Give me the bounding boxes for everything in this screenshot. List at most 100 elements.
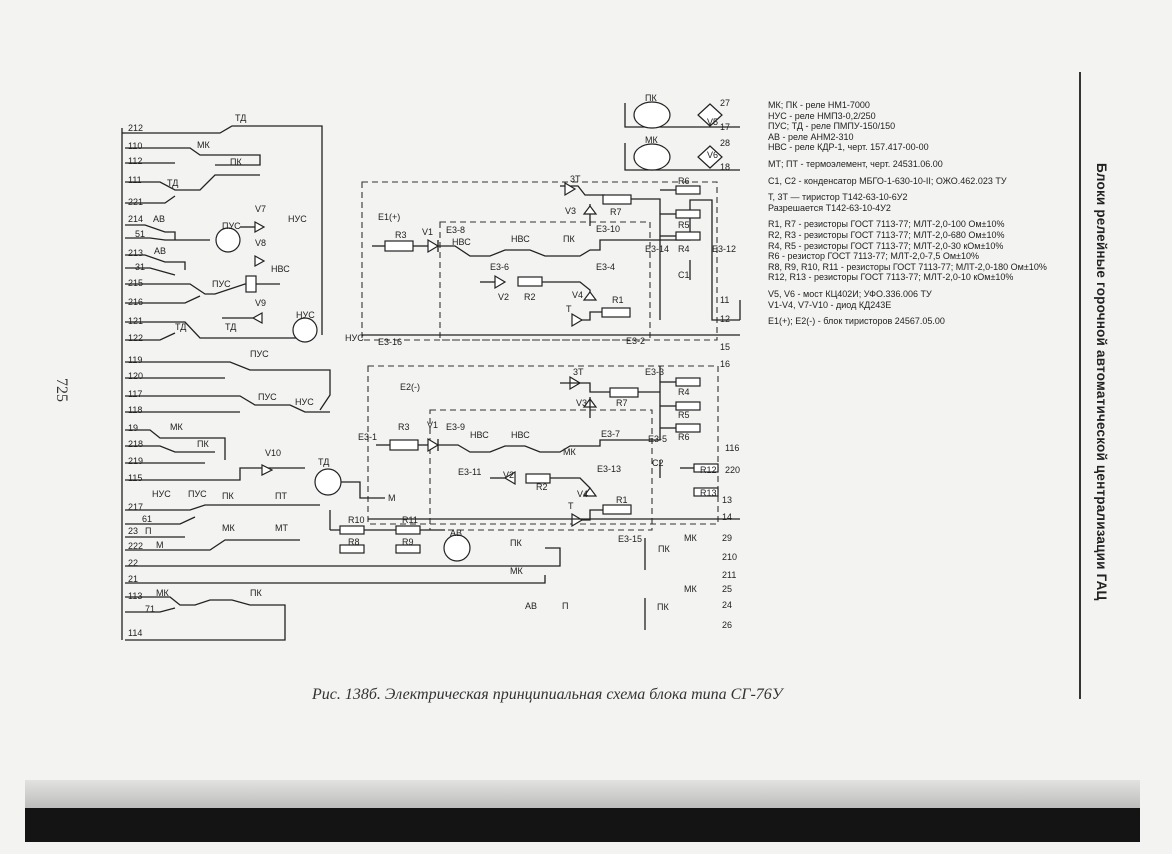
component-label: R5 <box>678 410 690 420</box>
component-label: R6 <box>678 432 690 442</box>
legend-line: V1-V4, V7-V10 - диод КД243Е <box>768 299 892 310</box>
right-terminal-label: 14 <box>722 512 732 522</box>
net-label: Е3-7 <box>601 429 620 439</box>
figure-caption: Рис. 138б. Электрическая принципиальная … <box>312 686 783 703</box>
net-label: Е3-9 <box>446 422 465 432</box>
component-label: ПУС <box>212 279 231 289</box>
component-label: ПК <box>657 602 669 612</box>
component-label: V2 <box>498 292 509 302</box>
left-terminal-label: 112 <box>128 156 142 166</box>
left-terminal-label: 110 <box>128 141 142 151</box>
component-label: V6 <box>707 150 718 160</box>
component-label: R5 <box>678 220 690 230</box>
net-label: Е3-6 <box>490 262 509 272</box>
component-label: МК <box>222 523 235 533</box>
legend-line: R2, R3 - резисторы ГОСТ 7113-77; МЛТ-2,0… <box>768 229 1005 240</box>
legend-line: ПУС; ТД - реле ПМПУ-150/150 <box>768 121 896 132</box>
component-label: ПК <box>250 588 262 598</box>
vertical-rule <box>1079 72 1081 699</box>
component-label: НВС <box>452 237 471 247</box>
net-label: Е3-3 <box>645 367 664 377</box>
component-label: V9 <box>255 298 266 308</box>
net-label: Е3-13 <box>597 464 621 474</box>
component-label: V8 <box>255 238 266 248</box>
left-terminal-label: 212 <box>128 123 143 133</box>
page-number: 725 <box>53 378 100 408</box>
side-title: Блоки релейные горочной автоматической ц… <box>1091 163 1115 623</box>
component-label: R12 <box>700 465 717 475</box>
legend-line: МТ; ПТ - термоэлемент, черт. 24531.06.00 <box>768 158 943 169</box>
left-terminal-label: 222 <box>128 541 143 551</box>
right-terminal-lines <box>644 300 741 630</box>
net-label: Е3-10 <box>596 224 620 234</box>
page-number-text: 725 <box>53 378 70 402</box>
legend-line: НВС - реле КДР-1, черт. 157.417-00-00 <box>768 142 929 153</box>
right-terminal-label: 210 <box>722 552 737 562</box>
block-e2-circuit <box>368 366 740 528</box>
legend-line: Е1(+); Е2(-) - блок тиристоров 24567.05.… <box>768 316 945 327</box>
component-label: ТД <box>235 113 246 123</box>
component-label: ПК <box>645 93 657 103</box>
left-terminal-label: 61 <box>142 514 152 524</box>
component-label: V4 <box>577 489 588 499</box>
legend-line: R12, R13 - резисторы ГОСТ 7113-77; МЛТ-2… <box>768 272 1014 283</box>
net-label: Е3-8 <box>446 225 465 235</box>
component-label: R8 <box>348 537 360 547</box>
left-terminal-label: 114 <box>128 628 142 638</box>
component-label: C2 <box>652 458 664 468</box>
component-label: V2 <box>503 470 514 480</box>
component-label: R9 <box>402 537 414 547</box>
legend-line: НУС - реле НМП3-0,2/250 <box>768 110 876 121</box>
right-terminal-label: 220 <box>725 465 740 475</box>
component-label: МК <box>170 422 183 432</box>
component-label: МК <box>645 135 658 145</box>
component-label: МК <box>563 447 576 457</box>
left-terminal-label: 214 <box>128 214 143 224</box>
component-label: НУС <box>296 310 315 320</box>
left-terminal-rails <box>121 125 561 641</box>
component-label: C1 <box>678 270 690 280</box>
component-label: 3T <box>570 174 581 184</box>
component-label: Е2(-) <box>400 382 420 392</box>
relay-coils <box>215 220 471 562</box>
component-label: П <box>145 526 151 536</box>
left-terminal-label: 119 <box>128 355 142 365</box>
component-label: ПУС <box>222 221 241 231</box>
component-label: ПК <box>222 491 234 501</box>
left-terminal-label: 51 <box>135 229 145 239</box>
component-label: Е1(+) <box>378 212 400 222</box>
left-terminal-label: 115 <box>128 473 142 483</box>
left-terminal-label: 120 <box>128 371 143 381</box>
legend-line: V5, V6 - мост КЦ402И; УФО.336.006 ТУ <box>768 288 932 299</box>
component-label: V3 <box>565 206 576 216</box>
left-terminal-label: 22 <box>128 558 138 568</box>
net-label: Е3-16 <box>378 337 402 347</box>
component-label: МК <box>197 140 210 150</box>
legend-line: R1, R7 - резисторы ГОСТ 7113-77; МЛТ-2,0… <box>768 219 1005 230</box>
component-label: R11 <box>402 515 418 525</box>
net-label: Е3-4 <box>596 262 615 272</box>
component-label: R2 <box>524 292 536 302</box>
left-terminal-label: 215 <box>128 278 143 288</box>
left-terminal-label: 71 <box>145 604 155 614</box>
component-label: ПК <box>658 544 670 554</box>
left-terminal-label: 117 <box>128 389 142 399</box>
schematic-labels: 2121101121112212145121331215216121122119… <box>128 93 740 638</box>
net-label: Е3-11 <box>458 467 481 477</box>
component-label: М <box>156 540 164 550</box>
legend-line: R4, R5 - резисторы ГОСТ 7113-77; МЛТ-2,0… <box>768 240 1004 251</box>
component-label: ПУС <box>250 349 269 359</box>
component-label: П <box>562 601 568 611</box>
left-terminal-label: 217 <box>128 502 143 512</box>
left-terminal-label: 121 <box>128 316 143 326</box>
component-label: R10 <box>348 515 365 525</box>
component-label: ТД <box>167 178 178 188</box>
component-label: V4 <box>572 290 583 300</box>
legend-line: С1, С2 - конденсатор МБГО-1-630-10-II; О… <box>768 175 1007 186</box>
component-label: R7 <box>610 207 622 217</box>
left-terminal-label: 21 <box>128 574 138 584</box>
component-label: T <box>566 304 572 314</box>
component-label: V1 <box>427 420 438 430</box>
component-label: ПК <box>197 439 209 449</box>
component-label: ПТ <box>275 491 287 501</box>
